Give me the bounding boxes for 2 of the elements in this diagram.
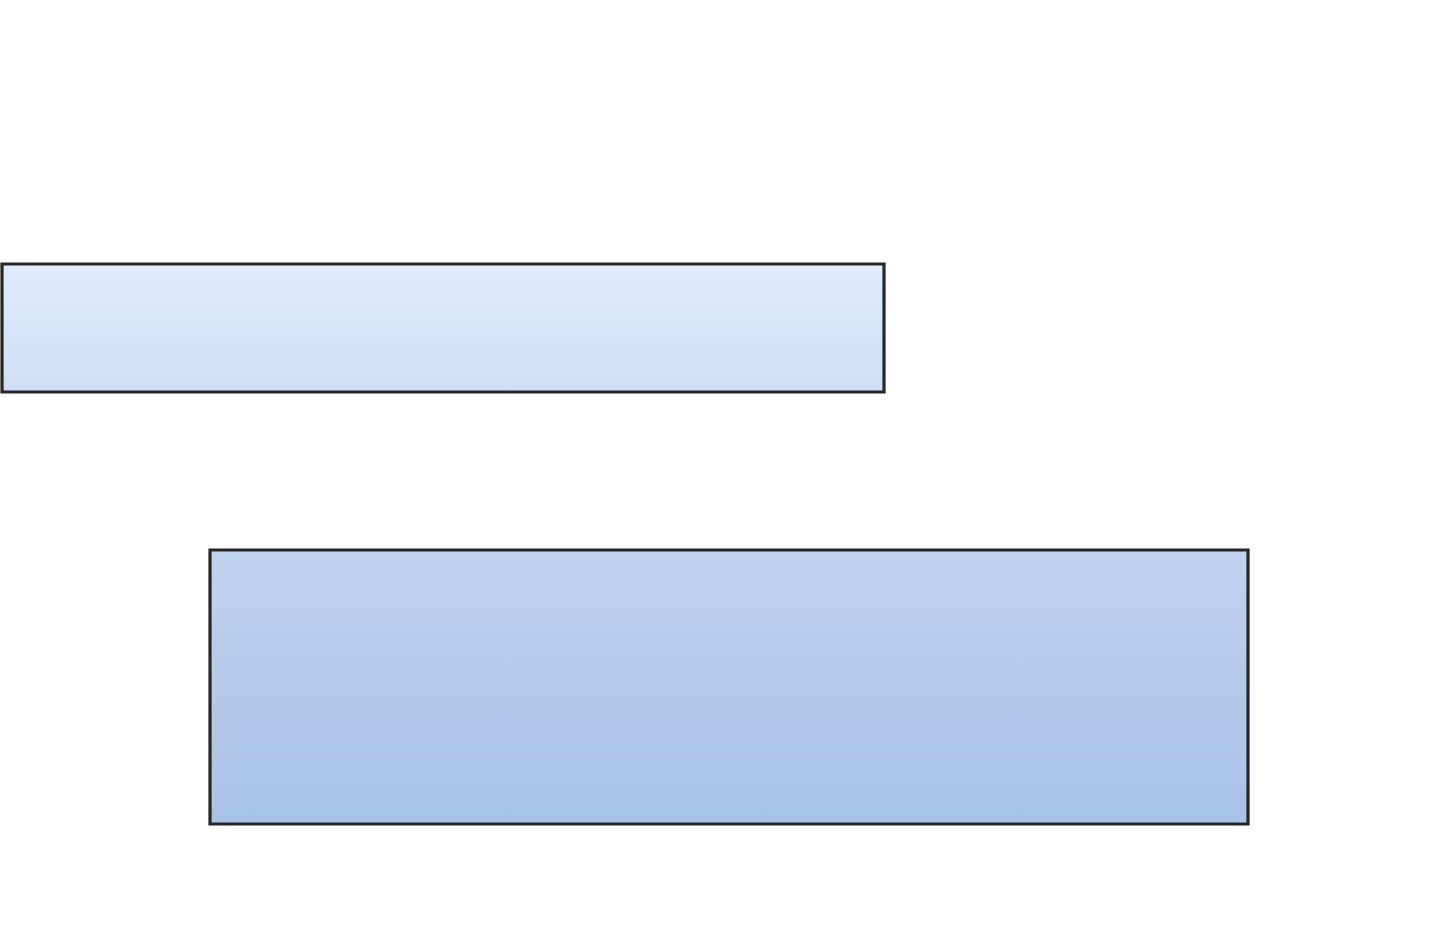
box bbox=[0, 262, 886, 394]
box bbox=[208, 548, 1250, 826]
